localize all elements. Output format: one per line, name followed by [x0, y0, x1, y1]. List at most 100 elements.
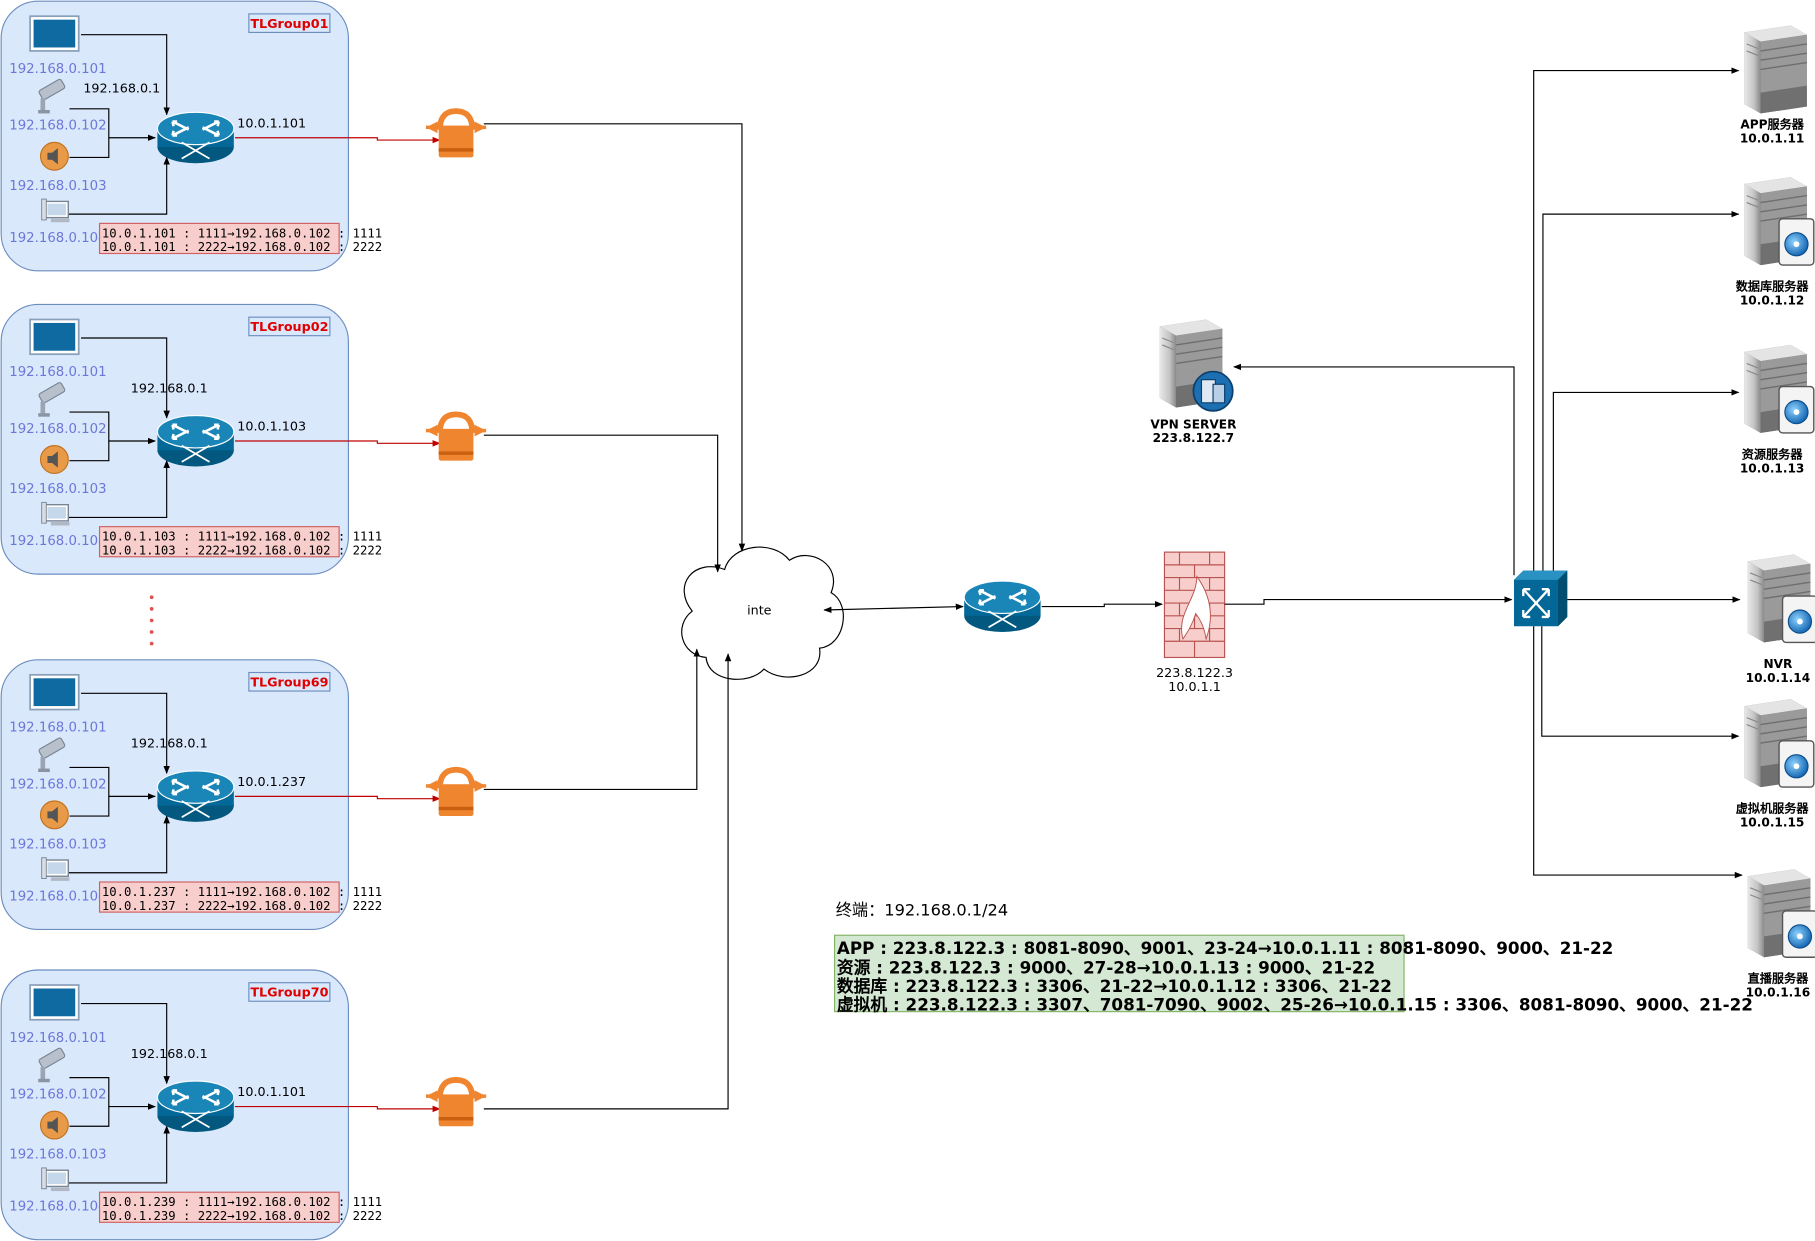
- nat-rule: 10.0.1.103 : 2222→192.168.0.102 : 2222: [102, 543, 382, 557]
- nat-box: [98, 1191, 340, 1223]
- group-router[interactable]: [156, 1079, 236, 1134]
- wan-link: [234, 1105, 441, 1113]
- nat-rule: 10.0.1.103 : 1111→192.168.0.102 : 1111: [102, 530, 382, 544]
- lan-links: [67, 337, 170, 518]
- gateway-ip: 192.168.0.1: [131, 1047, 208, 1062]
- port-mapping-box: [833, 934, 1405, 1013]
- gateway-ip: 192.168.0.1: [131, 737, 208, 752]
- nat-box: [98, 222, 340, 255]
- nat-rule: 10.0.1.239 : 1111→192.168.0.102 : 1111: [102, 1195, 382, 1209]
- router-wan-ip: 10.0.1.101: [237, 1085, 306, 1100]
- device-ip: 192.168.0.103: [9, 179, 106, 194]
- nat-rule: 10.0.1.101 : 2222→192.168.0.102 : 2222: [102, 240, 382, 254]
- server-ip: 10.0.1.14: [1746, 671, 1811, 685]
- group-title-box: [248, 982, 331, 1002]
- monitor-icon[interactable]: [29, 318, 80, 356]
- device-ip: 192.168.0.103: [9, 837, 106, 852]
- desktop-pc-icon[interactable]: [40, 857, 71, 882]
- speaker-icon[interactable]: [39, 1110, 69, 1140]
- more-groups-ellipsis: [149, 595, 154, 646]
- desktop-pc-icon[interactable]: [40, 1167, 71, 1192]
- rule-resource: 资源 : 223.8.122.3 : 9000、27-28→10.0.1.13 …: [837, 957, 1375, 977]
- server-name: 虚拟机服务器: [1736, 801, 1810, 816]
- speaker-icon[interactable]: [39, 445, 69, 474]
- group-title-box: [248, 13, 331, 33]
- device-ip: 192.168.0.103: [9, 482, 106, 497]
- terminal-subnet-label: 终端：192.168.0.1/24: [836, 901, 1008, 920]
- group-title-box: [248, 316, 331, 337]
- vpn-server-name: VPN SERVER: [1150, 417, 1237, 431]
- nat-rule: 10.0.1.237 : 1111→192.168.0.102 : 1111: [102, 885, 382, 899]
- vpn-lock-icon[interactable]: [426, 111, 486, 157]
- firewall-public-ip: 223.8.122.3: [1156, 666, 1233, 681]
- wan-link: [234, 136, 441, 144]
- device-ip: 192.168.0.104: [9, 231, 106, 246]
- nat-rule: 10.0.1.239 : 2222→192.168.0.102 : 2222: [102, 1209, 382, 1223]
- nat-rule: 10.0.1.101 : 1111→192.168.0.102 : 1111: [102, 226, 382, 240]
- desktop-pc-icon[interactable]: [40, 198, 71, 223]
- nat-rule: 10.0.1.237 : 2222→192.168.0.102 : 2222: [102, 899, 382, 913]
- rule-vm: 虚拟机 : 223.8.122.3 : 3307、7081-7090、9002、…: [837, 994, 1753, 1014]
- cloud-label: inte: [747, 604, 772, 619]
- device-ip: 192.168.0.101: [9, 721, 106, 736]
- internet-cloud[interactable]: inte: [681, 546, 844, 680]
- wan-link: [234, 440, 441, 447]
- group-router[interactable]: [156, 414, 236, 468]
- server-ip: 10.0.1.11: [1740, 131, 1805, 145]
- nat-box: [98, 881, 340, 913]
- vpn-lock-icon[interactable]: [426, 1080, 486, 1126]
- lan-groups: TLGroup01 192.168.0.101 192.168.0.102 192.1…: [0, 0, 486, 1241]
- group-title: TLGroup69: [250, 675, 328, 690]
- speaker-icon[interactable]: [39, 800, 69, 830]
- vpn-lock-icon[interactable]: [426, 414, 486, 460]
- rule-database: 数据库 : 223.8.122.3 : 3306、21-22→10.0.1.12…: [837, 976, 1392, 996]
- server-name: 直播服务器: [1748, 971, 1810, 986]
- vpn-badge-icon: [1192, 370, 1234, 412]
- firewall[interactable]: 223.8.122.3 10.0.1.1: [1156, 551, 1233, 695]
- vpn-lock-icon[interactable]: [426, 770, 486, 816]
- firewall-internal-ip: 10.0.1.1: [1168, 680, 1221, 695]
- vpn-server-ip: 223.8.122.7: [1153, 431, 1234, 445]
- router-wan-ip: 10.0.1.103: [237, 420, 306, 435]
- router-wan-ip: 10.0.1.237: [237, 775, 306, 790]
- server-ip: 10.0.1.12: [1740, 293, 1805, 307]
- device-ip: 192.168.0.102: [9, 422, 106, 437]
- speaker-icon[interactable]: [39, 141, 69, 171]
- server-name: 资源服务器: [1742, 446, 1804, 461]
- device-ip: 192.168.0.104: [9, 1200, 106, 1215]
- server-name: 数据库服务器: [1736, 279, 1810, 294]
- gateway-ip: 192.168.0.1: [83, 82, 160, 97]
- device-ip: 192.168.0.101: [9, 365, 106, 380]
- monitor-icon[interactable]: [29, 673, 80, 711]
- desktop-pc-icon[interactable]: [40, 501, 71, 527]
- lan-group: TLGroup69192.168.0.101192.168.0.102192.1…: [0, 659, 486, 931]
- lan-links: [67, 34, 170, 215]
- monitor-icon[interactable]: [29, 984, 80, 1021]
- edge-router[interactable]: [962, 579, 1042, 634]
- server-ip: 10.0.1.15: [1740, 815, 1805, 829]
- core-switch[interactable]: [1512, 569, 1569, 628]
- group-router[interactable]: [156, 111, 236, 165]
- group-router[interactable]: [156, 769, 236, 824]
- device-ip: 192.168.0.101: [9, 1031, 106, 1046]
- wan-link: [234, 795, 441, 802]
- router-wan-ip: 10.0.1.101: [237, 116, 306, 131]
- lan-group: TLGroup70 192.168.0.101 192.168.0.102 192.1…: [0, 969, 486, 1241]
- group-title: TLGroup01: [250, 17, 328, 32]
- vpn-server[interactable]: VPN SERVER 223.8.122.7: [1150, 318, 1237, 445]
- device-ip: 192.168.0.102: [9, 1087, 106, 1102]
- group-title: TLGroup70: [250, 986, 328, 1001]
- device-ip: 192.168.0.102: [9, 119, 106, 134]
- monitor-icon[interactable]: [29, 15, 80, 52]
- lan-links: [67, 1002, 170, 1184]
- device-ip: 192.168.0.104: [9, 890, 106, 905]
- server-name: NVR: [1763, 657, 1793, 671]
- core-links: [483, 67, 1743, 1110]
